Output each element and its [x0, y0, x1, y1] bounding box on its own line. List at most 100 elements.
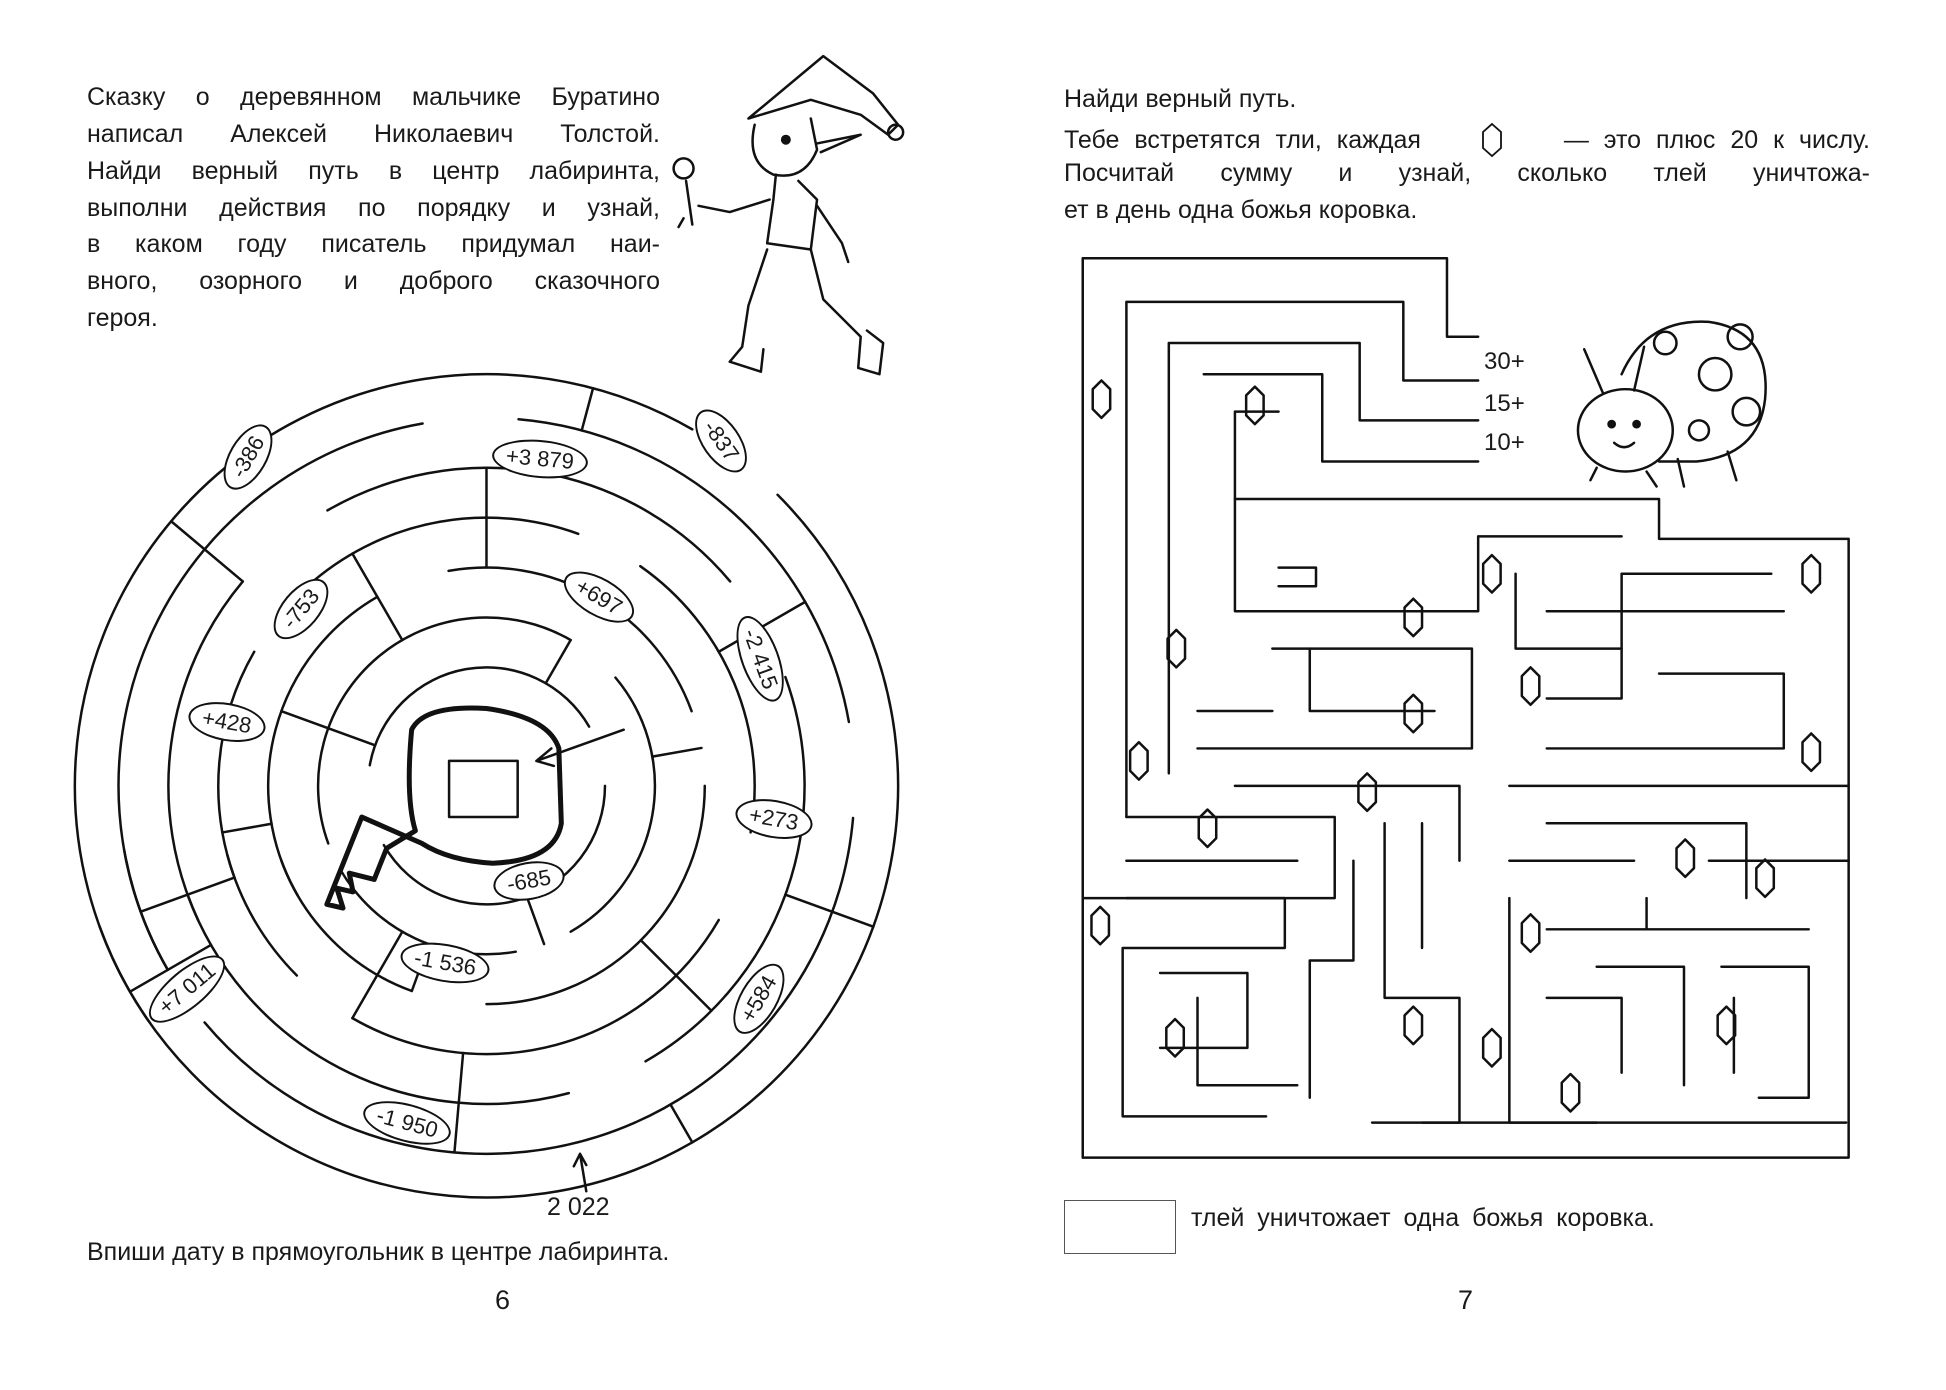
maze-wall — [1158, 971, 1249, 1050]
maze-wall — [169, 520, 245, 583]
maze-wall — [1370, 822, 1461, 1124]
intro-line: Найди верный путь. — [1064, 85, 1297, 113]
answer-input-box[interactable] — [1064, 1200, 1176, 1254]
maze-wall — [1545, 572, 1773, 700]
maze-wall — [368, 666, 591, 767]
aphid-hexagon-icon — [1482, 122, 1503, 158]
intro-line: Найди верный путь в центр лабиринта, — [87, 157, 660, 185]
intro-line: в каком году писатель придумал наи- — [87, 230, 660, 258]
maze-wall — [226, 854, 299, 977]
maze-wall — [98, 493, 900, 1199]
aphid-hexagon-icon — [1520, 913, 1541, 954]
maze-wall — [1720, 965, 1810, 1099]
maze-wall — [651, 746, 703, 758]
maze-wall — [1233, 497, 1623, 613]
maze-wall — [1545, 672, 1786, 750]
maze-wall — [1125, 300, 1480, 819]
pinocchio-icon — [672, 54, 905, 376]
maze-wall — [221, 822, 273, 834]
aphid-hexagon-icon — [1090, 905, 1111, 946]
aphid-hexagon-icon — [1197, 808, 1218, 849]
start-number: 2 022 — [547, 1193, 610, 1221]
maze-wall — [639, 564, 756, 834]
maze-wall — [312, 516, 580, 582]
maze-wall — [117, 422, 424, 972]
maze-wall — [217, 650, 256, 879]
maze-wall — [351, 918, 720, 1056]
aphid-hexagon-icon — [1128, 740, 1149, 781]
maze-wall — [1196, 647, 1474, 750]
intro-line: выполни действия по порядку и узнай, — [87, 194, 660, 222]
maze-wall — [1081, 256, 1480, 1159]
aphid-hexagon-icon — [1403, 1005, 1424, 1046]
answer-rectangle[interactable] — [447, 759, 519, 819]
maze-wall — [569, 676, 657, 933]
page-number: 6 — [495, 1285, 511, 1315]
intro-line: Сказку о деревянном мальчике Буратино — [87, 83, 660, 111]
aphid-hexagon-icon — [1675, 838, 1696, 879]
arrow-icon — [535, 728, 625, 768]
maze-wall — [339, 868, 517, 956]
maze-wall — [1125, 815, 1336, 900]
maze-wall — [1196, 996, 1299, 1087]
intro-line: написал Алексей Николаевич Толстой. — [87, 120, 660, 148]
maze-wall — [580, 386, 595, 432]
maze-wall — [639, 938, 713, 1013]
maze-wall — [1081, 410, 1850, 1159]
aphids — [1090, 379, 1822, 1113]
intro-line: Посчитай сумму и узнай, сколько тлей уни… — [1064, 159, 1870, 187]
maze-wall — [280, 709, 377, 747]
maze-wall — [280, 859, 414, 993]
maze-wall — [784, 893, 875, 928]
maze-wall — [186, 893, 571, 1106]
aphid-hexagon-icon — [1560, 1072, 1581, 1113]
intro-line: вного, озорного и доброго сказочного — [87, 267, 660, 295]
maze-wall — [1308, 647, 1436, 713]
aphid-hexagon-icon — [1166, 628, 1187, 669]
maze-wall — [326, 466, 732, 583]
maze-wall — [351, 930, 404, 1020]
intro-line: героя. — [87, 304, 158, 332]
aphid-hexagon-icon — [1165, 1017, 1186, 1058]
aphid-hexagon-icon — [1755, 858, 1776, 899]
intro-line: Тебе встретятся тли, каждая — это плюс 2… — [1064, 122, 1870, 158]
maze-wall — [517, 418, 851, 724]
start-label-30: 30+ — [1484, 348, 1525, 375]
aphid-hexagon-icon — [1801, 732, 1822, 773]
maze-wall — [1202, 372, 1480, 463]
start-label-15: 15+ — [1484, 390, 1525, 417]
maze-wall — [203, 816, 855, 1156]
instruction-text: Впиши дату в прямоугольник в центре лаби… — [87, 1238, 670, 1266]
maze-wall — [1233, 784, 1461, 862]
page-number: 7 — [1458, 1285, 1474, 1315]
aphid-hexagon-icon — [1716, 1005, 1737, 1046]
maze-wall — [644, 675, 806, 1063]
maze-wall — [316, 616, 572, 845]
maze-wall — [351, 552, 404, 642]
maze-wall — [1167, 341, 1480, 775]
maze-wall — [73, 372, 694, 1024]
maze-wall — [1545, 996, 1623, 1075]
maze-wall — [525, 895, 546, 946]
aphid-hexagon-icon — [1801, 553, 1822, 594]
maze-wall — [139, 876, 236, 913]
aphid-hexagon-icon — [1357, 772, 1378, 813]
key-icon — [324, 705, 564, 911]
maze-wall — [669, 1103, 694, 1144]
maze-wall — [167, 580, 245, 922]
maze-wall — [1277, 566, 1318, 588]
aphid-hexagon-icon — [1091, 379, 1112, 420]
circular-maze — [73, 372, 900, 1199]
maze-wall — [128, 943, 213, 993]
start-label-10: 10+ — [1484, 429, 1525, 456]
maze-wall — [1308, 859, 1355, 1099]
maze-wall — [453, 1051, 465, 1154]
start-arrow-icon — [572, 1152, 588, 1193]
maze-wall — [1595, 965, 1686, 1087]
maze-wall — [1545, 822, 1748, 900]
maze-wall — [544, 638, 572, 685]
intro-line: ет в день одна божья коровка. — [1064, 196, 1418, 224]
ladybug-icon — [1576, 320, 1767, 488]
maze-wall — [266, 595, 379, 897]
